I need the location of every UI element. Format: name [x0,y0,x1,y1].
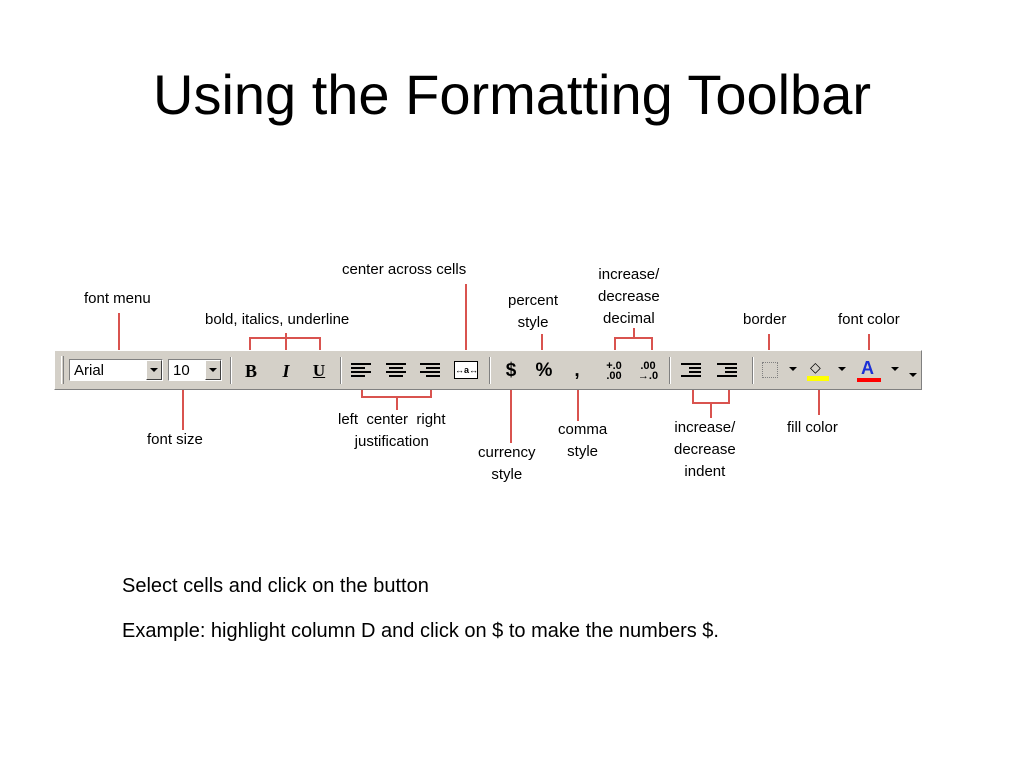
font-color-button[interactable]: A [857,358,881,384]
instruction-line-1: Select cells and click on the button [122,575,429,597]
font-color-letter: A [861,358,874,378]
callout-line-biu-right [319,337,321,355]
slide-title: Using the Formatting Toolbar [153,63,871,126]
decrease-indent-button[interactable] [681,363,701,379]
callout-line-indent-right [728,385,730,404]
label-font-menu: font menu [84,290,151,307]
label-comma-style: comma style [558,421,608,460]
label-percent-style: percent style [508,292,559,331]
font-color-swatch [857,378,881,382]
underline-button[interactable]: U [312,361,326,380]
toolbar-grip[interactable] [61,356,64,384]
italic-button[interactable]: I [282,361,290,381]
separator [340,357,342,384]
label-increase-decrease-indent: increase/ decrease indent [674,419,736,480]
formatting-toolbar: Arial 10 B I U ↔a↔ $ % , +.0 .00 .00 →.0… [54,350,922,390]
callout-line-indent-mid [710,402,712,418]
callout-line-font-menu [118,313,120,363]
label-bold-italics-underline: bold, italics, underline [205,311,350,328]
font-size-value: 10 [173,362,190,379]
callout-line-decimal-right [651,337,653,355]
separator [489,357,491,384]
increase-indent-button[interactable] [717,363,737,379]
font-menu-dropdown-icon[interactable] [146,360,162,380]
callout-line-font-size [182,385,184,430]
label-increase-decrease-decimal: increase/ decrease decimal [598,266,660,327]
label-font-color: font color [838,311,900,328]
callout-line-justify-left [361,385,363,398]
callout-line-biu-mid [285,333,287,355]
label-justification: left center right justification [338,411,446,450]
callout-line-decimal-left [614,337,616,355]
border-button[interactable] [762,362,778,378]
comma-style-button[interactable]: , [574,360,580,381]
callout-line-center-across [465,284,467,356]
label-center-across-cells: center across cells [342,261,467,278]
callout-line-biu-left [249,337,251,355]
callout-line-border [768,334,770,356]
callout-line-comma [577,385,579,421]
merge-center-button[interactable]: ↔a↔ [454,361,478,379]
font-color-dropdown-icon[interactable] [891,367,899,371]
font-menu[interactable]: Arial [69,359,163,381]
font-menu-value: Arial [74,362,105,379]
fill-color-dropdown-icon[interactable] [838,367,846,371]
paint-bucket-icon: ◇ [810,359,821,375]
font-size-menu[interactable]: 10 [168,359,222,381]
callout-line-decimal-mid [633,328,635,339]
align-left-button[interactable] [351,363,371,379]
increase-decimal-button[interactable]: +.0 .00 [606,360,622,382]
label-border: border [743,311,787,328]
callout-line-fill-color [818,385,820,415]
instruction-line-2: Example: highlight column D and click on… [122,620,719,642]
callout-line-justify-right [430,385,432,398]
merge-center-icon: ↔a↔ [455,365,479,375]
separator [669,357,671,384]
percent-style-button[interactable]: % [535,360,553,381]
bold-button[interactable]: B [244,361,257,381]
callout-line-percent [541,334,543,356]
align-right-button[interactable] [420,363,440,379]
fill-color-swatch [807,376,829,381]
separator [230,357,232,384]
align-center-button[interactable] [386,363,406,379]
currency-style-button[interactable]: $ [505,360,517,381]
fill-color-button[interactable]: ◇ [807,360,829,382]
toolbar-options-icon[interactable] [909,373,917,377]
callout-line-justify-mid [396,396,398,410]
border-dropdown-icon[interactable] [789,367,797,371]
callout-line-font-color [868,334,870,356]
label-fill-color: fill color [787,419,838,436]
callout-line-currency [510,385,512,443]
decrease-decimal-button[interactable]: .00 →.0 [637,360,659,382]
separator [752,357,754,384]
label-font-size: font size [147,431,203,448]
label-currency-style: currency style [478,444,536,483]
font-size-dropdown-icon[interactable] [205,360,221,380]
callout-line-indent-left [692,385,694,404]
